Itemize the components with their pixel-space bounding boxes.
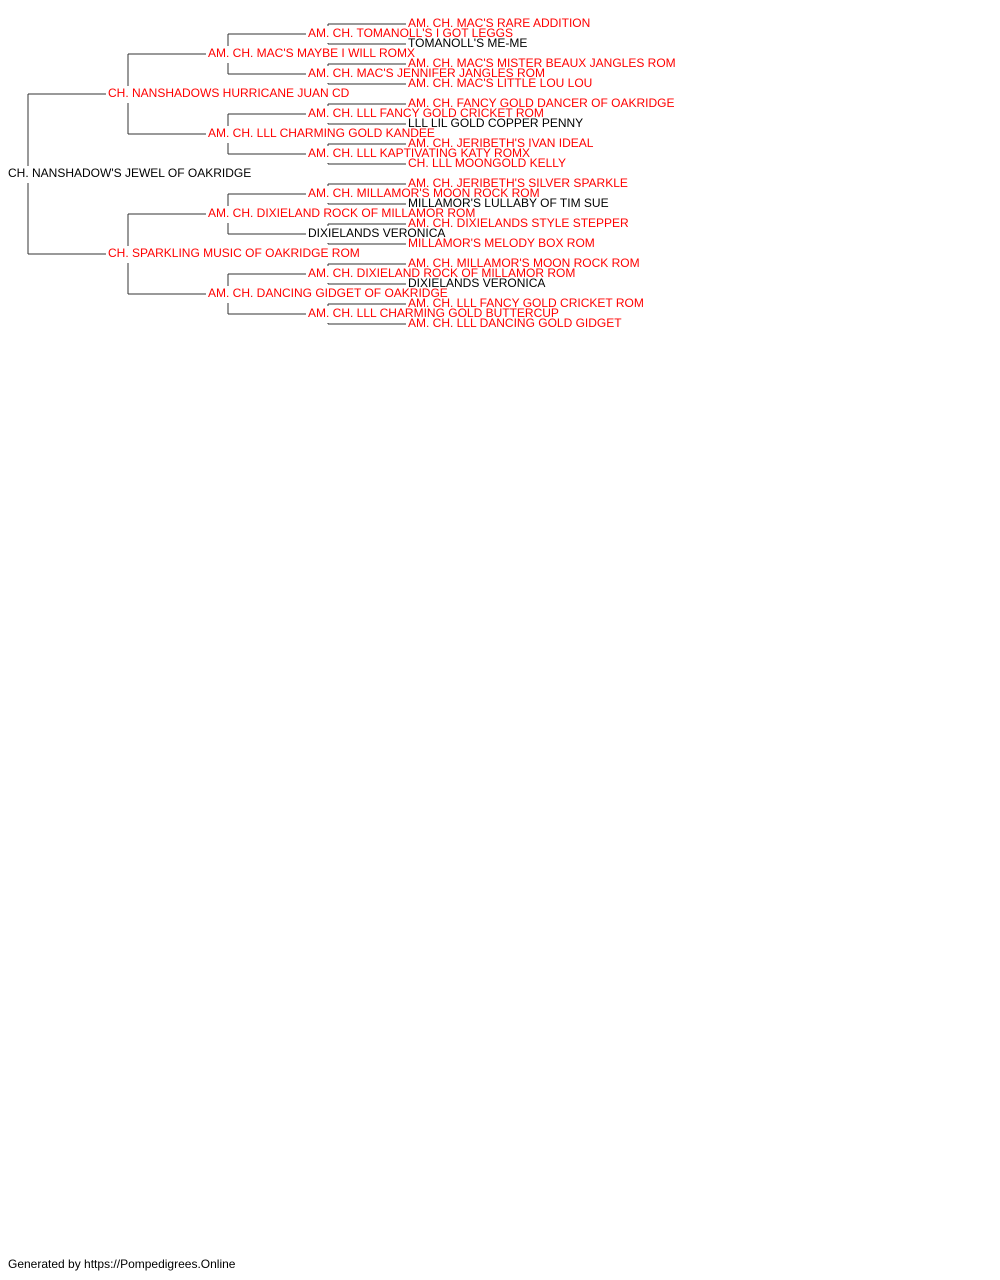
ancestor-sire-name: AM. CH. JERIBETH'S SILVER SPARKLE <box>408 176 628 190</box>
ancestor-sire-name: AM. CH. MILLAMOR'S MOON ROCK ROM <box>308 186 540 200</box>
ancestor-sire-name: AM. CH. MAC'S MAYBE I WILL ROMX <box>208 46 415 60</box>
ancestor-dam-name: AM. CH. LLL DANCING GOLD GIDGET <box>408 316 622 330</box>
ancestor-dam-name: AM. CH. MAC'S LITTLE LOU LOU <box>408 76 592 90</box>
ancestor-dam-name: MILLAMOR'S MELODY BOX ROM <box>408 236 595 250</box>
ancestor-dam-name: DIXIELANDS VERONICA <box>308 226 445 240</box>
ancestor-sire-name: AM. CH. LLL FANCY GOLD CRICKET ROM <box>408 296 644 310</box>
ancestor-sire-name: AM. CH. FANCY GOLD DANCER OF OAKRIDGE <box>408 96 674 110</box>
ancestor-dam-name: AM. CH. LLL CHARMING GOLD KANDEE <box>208 126 435 140</box>
ancestor-sire-name: CH. NANSHADOWS HURRICANE JUAN CD <box>108 86 350 100</box>
ancestor-sire-name: AM. CH. MAC'S RARE ADDITION <box>408 16 590 30</box>
ancestor-sire-name: AM. CH. TOMANOLL'S I GOT LEGGS <box>308 26 513 40</box>
ancestor-sire-name: AM. CH. DIXIELAND ROCK OF MILLAMOR ROM <box>208 206 475 220</box>
ancestor-dam-name: AM. CH. LLL CHARMING GOLD BUTTERCUP <box>308 306 559 320</box>
ancestor-dam-name: TOMANOLL'S ME-ME <box>408 36 527 50</box>
ancestor-sire-name: AM. CH. JERIBETH'S IVAN IDEAL <box>408 136 594 150</box>
generated-by-footer: Generated by https://Pompedigrees.Online <box>8 1257 236 1271</box>
ancestor-sire-name: AM. CH. DIXIELANDS STYLE STEPPER <box>408 216 629 230</box>
ancestor-dam-name: CH. SPARKLING MUSIC OF OAKRIDGE ROM <box>108 246 360 260</box>
ancestor-dam-name: AM. CH. MAC'S JENNIFER JANGLES ROM <box>308 66 545 80</box>
ancestor-dam-name: AM. CH. DANCING GIDGET OF OAKRIDGE <box>208 286 448 300</box>
ancestor-dam-name: DIXIELANDS VERONICA <box>408 276 545 290</box>
ancestor-dam-name: AM. CH. LLL KAPTIVATING KATY ROMX <box>308 146 530 160</box>
ancestor-sire-name: AM. CH. LLL FANCY GOLD CRICKET ROM <box>308 106 544 120</box>
ancestor-sire-name: AM. CH. MAC'S MISTER BEAUX JANGLES ROM <box>408 56 676 70</box>
ancestor-sire-name: AM. CH. MILLAMOR'S MOON ROCK ROM <box>408 256 640 270</box>
ancestor-sire-name: AM. CH. DIXIELAND ROCK OF MILLAMOR ROM <box>308 266 575 280</box>
ancestor-dam-name: LLL LIL GOLD COPPER PENNY <box>408 116 583 130</box>
ancestor-dam-name: CH. LLL MOONGOLD KELLY <box>408 156 566 170</box>
ancestor-dam-name: MILLAMOR'S LULLABY OF TIM SUE <box>408 196 609 210</box>
subject-dog-name: CH. NANSHADOW'S JEWEL OF OAKRIDGE <box>8 166 251 180</box>
